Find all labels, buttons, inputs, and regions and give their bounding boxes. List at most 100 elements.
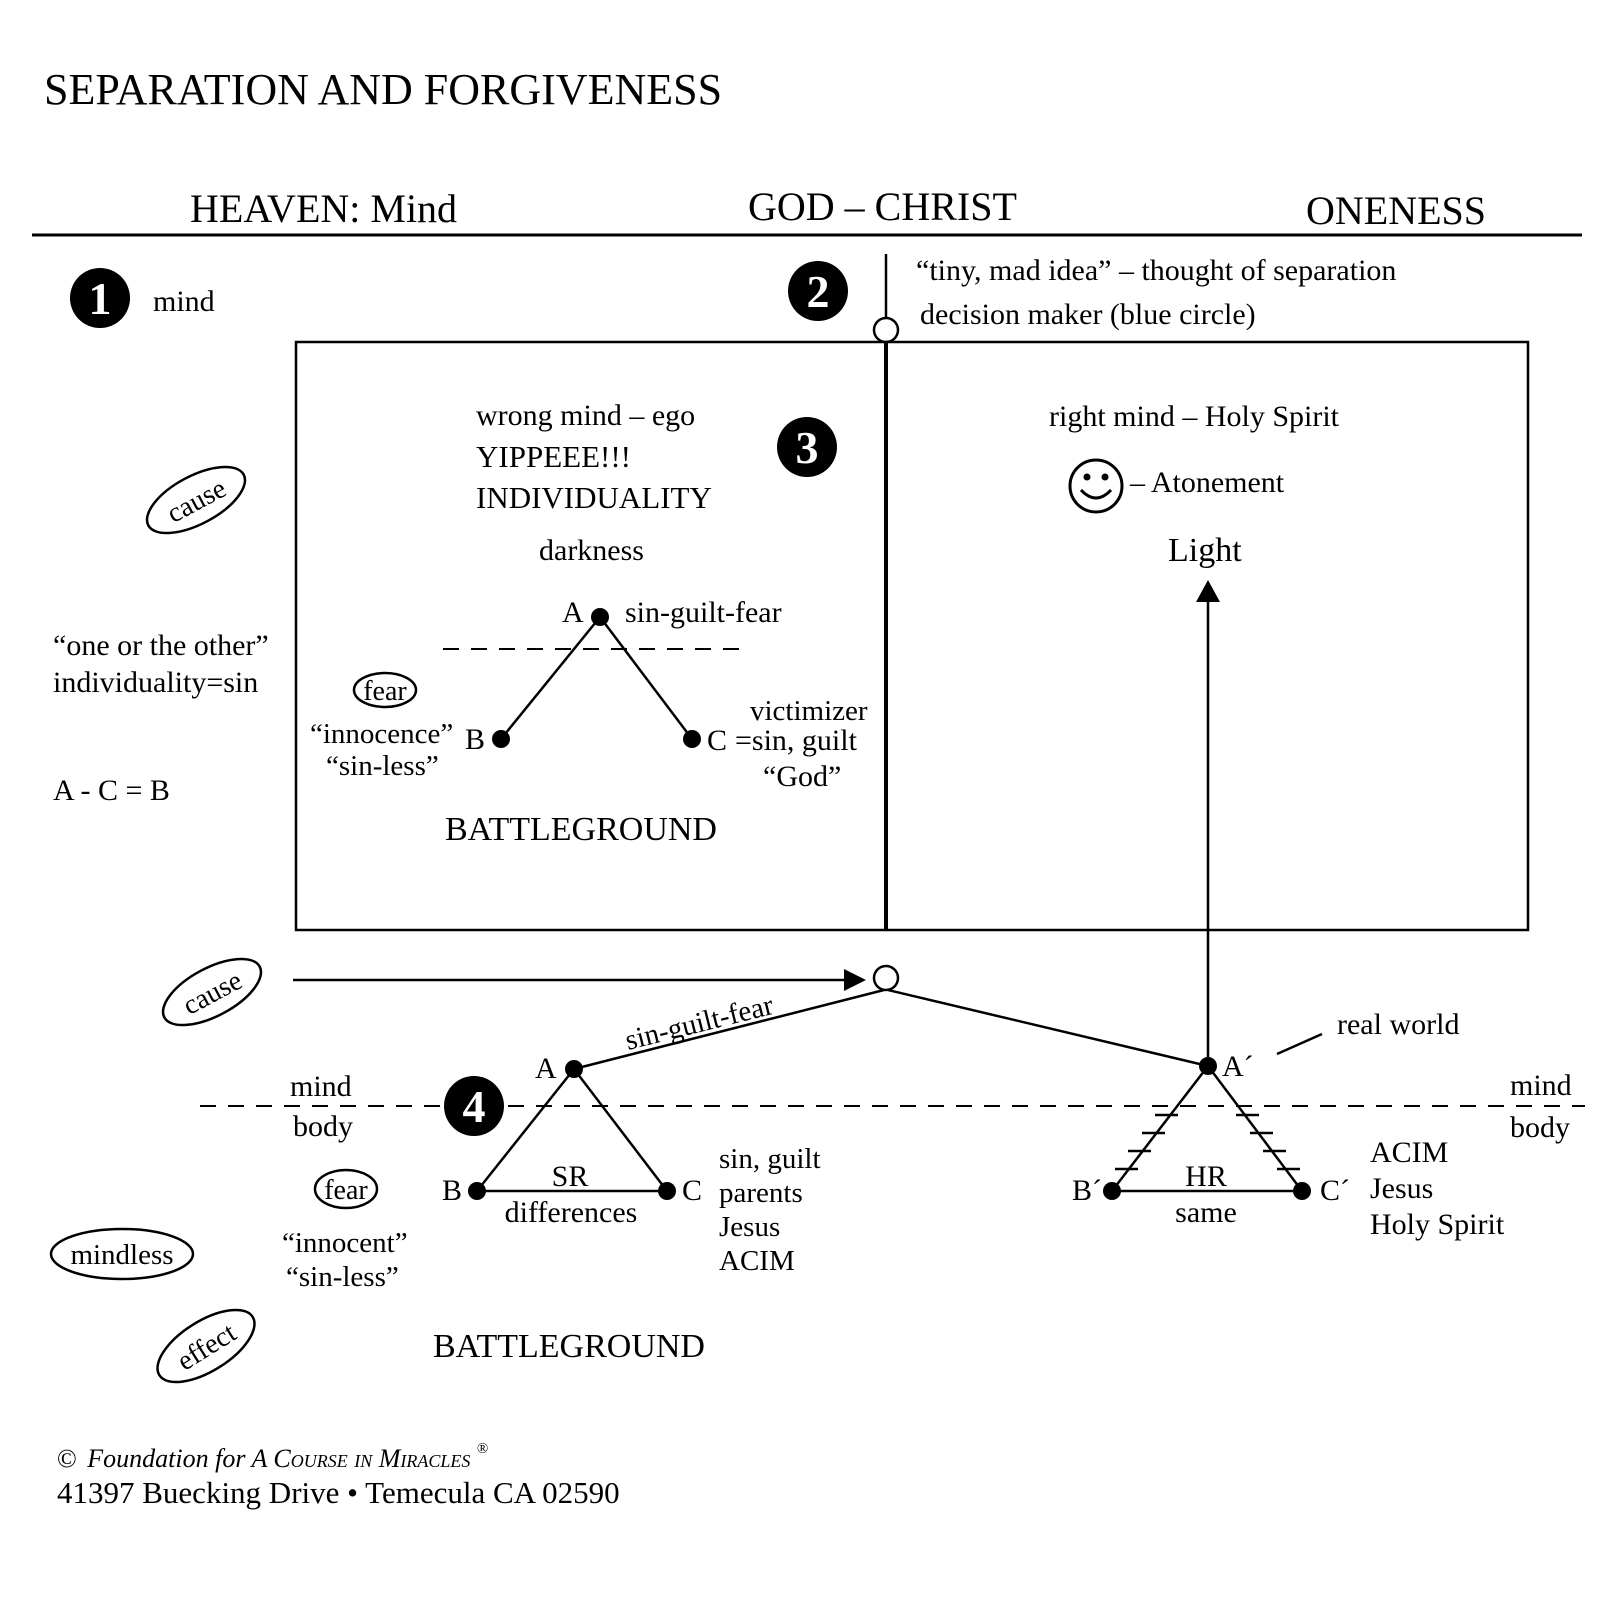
- innocence-text: “innocence”: [310, 718, 453, 750]
- wrong-triangle-ab: [500, 616, 601, 740]
- fear-oval-box: fear: [352, 671, 418, 709]
- differences-label: differences: [505, 1196, 638, 1229]
- sr-c-list-item: sin, guilt: [719, 1143, 821, 1175]
- svg-text:effect: effect: [172, 1317, 242, 1377]
- wrong-a-label: A: [562, 596, 584, 629]
- sr-triangle-ac: [573, 1068, 668, 1192]
- badge-4: 4: [444, 1076, 504, 1136]
- equation-text: A - C = B: [53, 774, 170, 807]
- cause-oval-top: cause: [145, 465, 247, 535]
- svg-text:2: 2: [807, 266, 830, 317]
- fear-oval-world: fear: [313, 1168, 379, 1210]
- cause-arrow-head: [844, 969, 866, 991]
- split-mind-box: [294, 340, 1530, 932]
- svg-text:mindless: mindless: [70, 1239, 173, 1271]
- victimizer-text: victimizer: [750, 695, 868, 727]
- sr-c-list-item: ACIM: [719, 1245, 795, 1277]
- svg-text:fear: fear: [324, 1175, 368, 1206]
- svg-text:cause: cause: [178, 965, 247, 1022]
- hr-b-prime-label: B´: [1072, 1174, 1102, 1207]
- sr-triangle-ab: [476, 1068, 575, 1192]
- copyright-line: © Foundation for A Course in Miracles ®: [57, 1441, 488, 1473]
- step1-mind-label: mind: [153, 285, 215, 318]
- body-left-label: body: [293, 1110, 353, 1143]
- hr-a-prime-label: A´: [1222, 1050, 1254, 1083]
- mind-left-label: mind: [290, 1070, 352, 1103]
- sr-point-a: [565, 1060, 583, 1078]
- right-choice-line: [887, 988, 1209, 1068]
- individuality-sin-text: individuality=sin: [53, 666, 258, 699]
- header-heaven-mind: HEAVEN: Mind: [190, 186, 457, 231]
- header-oneness: ONENESS: [1306, 188, 1486, 233]
- right-mind-heading: right mind – Holy Spirit: [1049, 400, 1340, 433]
- real-world-pointer: [1276, 1032, 1323, 1056]
- hr-ladder-rungs-right: [1236, 1113, 1300, 1171]
- body-right-label: body: [1510, 1111, 1570, 1144]
- hr-c-prime-list: ACIM Jesus Holy Spirit: [1370, 1136, 1505, 1241]
- hr-c-prime-list-item: Jesus: [1370, 1172, 1433, 1205]
- sr-point-b: [468, 1182, 486, 1200]
- sr-b-label: B: [442, 1174, 462, 1207]
- yippee-text: YIPPEEE!!!: [476, 439, 631, 474]
- sin-guilt-fear-slanted: sin-guilt-fear: [622, 989, 777, 1057]
- c-sin-guilt-text: =sin, guilt: [735, 724, 858, 757]
- miracles-text: Miracles: [378, 1444, 471, 1473]
- wrong-choice-line: [573, 988, 885, 1071]
- hr-c-prime-label: C´: [1320, 1174, 1350, 1207]
- atonement-text: – Atonement: [1129, 466, 1285, 499]
- foundation-text: Foundation for A: [86, 1444, 273, 1473]
- wrong-point-b: [492, 730, 510, 748]
- hr-point-a-prime: [1199, 1057, 1217, 1075]
- badge-2: 2: [788, 261, 848, 321]
- sr-a-label: A: [535, 1052, 557, 1085]
- same-label: same: [1175, 1196, 1237, 1229]
- svg-text:cause: cause: [162, 473, 231, 530]
- svg-text:fear: fear: [363, 676, 407, 707]
- wrong-triangle-ac: [599, 616, 693, 740]
- hr-c-prime-list-item: ACIM: [1370, 1136, 1448, 1169]
- light-text: Light: [1168, 532, 1242, 569]
- wrong-mind-heading: wrong mind – ego: [476, 399, 695, 432]
- decision-maker-text: decision maker (blue circle): [920, 298, 1256, 331]
- svg-text:4: 4: [463, 1081, 486, 1132]
- header-god-christ: GOD – CHRIST: [748, 184, 1017, 229]
- effect-oval: effect: [156, 1308, 256, 1384]
- copyright-symbol: ©: [57, 1444, 77, 1473]
- wrong-c-label: C: [707, 724, 727, 757]
- wrong-b-label: B: [465, 723, 485, 756]
- decision-maker-circle: [872, 316, 900, 344]
- real-world-label: real world: [1337, 1008, 1459, 1041]
- darkness-text: darkness: [539, 534, 644, 567]
- sr-c-list-item: Jesus: [719, 1211, 780, 1243]
- sr-point-c: [658, 1182, 676, 1200]
- hr-label: HR: [1185, 1160, 1227, 1193]
- cause-oval-bottom: cause: [161, 957, 263, 1027]
- badge-1: 1: [70, 268, 130, 328]
- decision-maker-circle-lower: [872, 964, 900, 992]
- hr-c-prime-list-item: Holy Spirit: [1370, 1208, 1505, 1241]
- battleground-box-label: BATTLEGROUND: [445, 811, 717, 848]
- battleground-world-label: BATTLEGROUND: [433, 1328, 705, 1365]
- registered-mark: ®: [477, 1441, 488, 1457]
- hr-point-c-prime: [1293, 1182, 1311, 1200]
- hr-point-b-prime: [1103, 1182, 1121, 1200]
- smiley-face-icon: [1068, 458, 1124, 514]
- god-text: “God”: [763, 760, 841, 793]
- course-text: Course in: [273, 1444, 378, 1473]
- wrong-a-text: sin-guilt-fear: [625, 596, 782, 629]
- sr-label: SR: [552, 1160, 589, 1193]
- individuality-text: INDIVIDUALITY: [476, 480, 712, 515]
- one-or-the-other-text: “one or the other”: [53, 629, 269, 662]
- tiny-mad-idea-text: “tiny, mad idea” – thought of separation: [916, 254, 1396, 287]
- innocent-world-text: “innocent”: [282, 1227, 408, 1259]
- hr-ladder-rungs-left: [1115, 1113, 1178, 1171]
- sr-c-label: C: [682, 1174, 702, 1207]
- svg-text:1: 1: [89, 273, 112, 324]
- sr-c-list: sin, guilt parents Jesus ACIM: [719, 1143, 821, 1277]
- badge-3: 3: [777, 417, 837, 477]
- wrong-point-a: [591, 608, 609, 626]
- page-title: SEPARATION AND FORGIVENESS: [44, 65, 722, 114]
- sinless-box-text: “sin-less”: [326, 750, 439, 782]
- mindless-oval: mindless: [49, 1227, 195, 1281]
